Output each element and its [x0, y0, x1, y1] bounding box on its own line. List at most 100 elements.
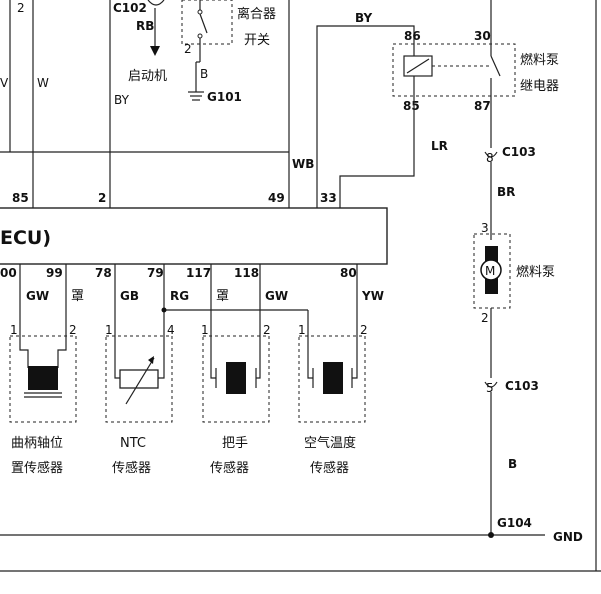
clutch-contact-bottom — [197, 33, 203, 39]
pin-top-left-2: 2 — [17, 1, 25, 15]
air-lead-1 — [307, 336, 313, 379]
fuel-pump-label: 燃料泵 — [516, 264, 555, 280]
pin-ecu-2: 2 — [98, 191, 106, 205]
connector-c103-top: C103 — [502, 145, 536, 159]
starter-arrow-icon — [150, 46, 160, 56]
pin-ecu-85: 85 — [12, 191, 29, 205]
fuel-pump-motor-icon — [480, 259, 502, 281]
pin-relay-87: 87 — [474, 99, 491, 113]
pin-relay-30: 30 — [474, 29, 491, 43]
relay-contact-blade — [490, 55, 501, 77]
clutch-switch-label-1: 离合器 — [237, 6, 276, 22]
air-lead-2 — [352, 336, 358, 379]
wire-label-gw-2: GW — [265, 289, 288, 303]
air-temp-sensor-label-2: 传感器 — [310, 460, 349, 476]
wire-label-shield-2: 罩 — [216, 289, 229, 304]
wire-label-b-bottom: B — [508, 457, 517, 471]
fuel-pump-box — [473, 233, 511, 309]
wire-label-w: W — [37, 76, 49, 90]
clutch-switch-box — [181, 0, 233, 45]
pin-air-1: 1 — [298, 323, 306, 337]
crank-sensor-element-icon — [28, 366, 58, 390]
ntc-sensor-label-2: 传感器 — [112, 460, 151, 476]
pin-c103-bottom-5: 5 — [486, 381, 494, 395]
ground-g101: G101 — [207, 90, 242, 104]
wire-label-b-starter: B — [200, 67, 208, 81]
relay-label-2: 继电器 — [520, 79, 559, 94]
relay-label-1: 燃料泵 — [520, 52, 559, 68]
handle-sensor-label-1: 把手 — [222, 436, 248, 451]
pin-handle-2: 2 — [263, 323, 271, 337]
air-temp-sensor-box — [298, 335, 366, 423]
air-temp-sensor-element-icon — [323, 362, 343, 394]
clutch-switch-blade — [199, 13, 208, 34]
starter-label: 启动机 — [128, 69, 167, 84]
wire-label-rg: RG — [170, 289, 189, 303]
pin-air-2: 2 — [360, 323, 368, 337]
junction-rg — [161, 307, 167, 313]
fuel-pump-relay-box — [392, 43, 516, 97]
wire-label-yw: YW — [361, 289, 384, 303]
ntc-arrow-head-icon — [148, 356, 154, 364]
pin-c103-top-8: 8 — [486, 151, 494, 165]
crank-sensor-box — [9, 335, 77, 423]
crank-lead-1 — [19, 336, 29, 368]
pin-ecu-117: 117 — [186, 266, 211, 280]
pin-ecu-33: 33 — [320, 191, 337, 205]
connector-c102: C102 — [113, 1, 147, 15]
ecu-box — [0, 207, 388, 265]
ntc-lead-1 — [114, 336, 120, 379]
clutch-contact-top — [197, 9, 203, 15]
handle-lead-2 — [256, 336, 261, 379]
wire-label-rb: RB — [136, 19, 154, 33]
ecu-label: ECU) — [0, 227, 51, 249]
crank-lead-2 — [57, 336, 67, 368]
wire-by-top — [316, 25, 415, 208]
pin-ecu-78: 78 — [95, 266, 112, 280]
wire-label-br: BR — [497, 185, 515, 199]
pin-relay-85: 85 — [403, 99, 420, 113]
ground-junction — [488, 532, 494, 538]
wire-label-by-top: BY — [355, 11, 372, 25]
pin-pump-2: 2 — [481, 311, 489, 325]
connector-g104: G104 — [497, 516, 532, 530]
pin-crank-1: 1 — [10, 323, 18, 337]
wire-label-by-left: BY — [114, 93, 130, 107]
ground-gnd: GND — [553, 530, 583, 544]
fuel-pump-motor-letter: M — [485, 264, 495, 278]
ntc-resistor-icon — [119, 369, 159, 389]
ntc-sensor-label-1: NTC — [120, 436, 146, 451]
handle-sensor-element-icon — [226, 362, 246, 394]
pin-handle-1: 1 — [201, 323, 209, 337]
pin-ecu-99: 99 — [46, 266, 63, 280]
connector-c103-top-symbol — [484, 151, 498, 158]
crank-sensor-label-2: 置传感器 — [11, 460, 63, 476]
handle-lead-1 — [210, 336, 216, 379]
clutch-switch-label-2: 开关 — [244, 33, 270, 48]
wire-label-lr: LR — [431, 139, 448, 153]
pin-crank-2: 2 — [69, 323, 77, 337]
pin-ecu-118: 118 — [234, 266, 259, 280]
ntc-sensor-box — [105, 335, 173, 423]
wire-label-wb: WB — [292, 157, 314, 171]
pin-ntc-1: 1 — [105, 323, 113, 337]
connector-c103-bottom-symbol — [484, 381, 498, 388]
relay-coil-diagonal — [406, 58, 430, 74]
wire-label-gw-1: GW — [26, 289, 49, 303]
ntc-lead-4 — [158, 336, 165, 379]
handle-sensor-label-2: 传感器 — [210, 460, 249, 476]
wire-lr — [339, 96, 415, 208]
wire-label-shield-1: 罩 — [71, 289, 84, 304]
wire-label-v: V — [0, 76, 9, 90]
pin-ecu-80: 80 — [340, 266, 357, 280]
connector-c102-symbol — [147, 0, 165, 6]
pin-ecu-49: 49 — [268, 191, 285, 205]
air-temp-sensor-label-1: 空气温度 — [304, 435, 356, 451]
pin-clutch-2: 2 — [184, 42, 192, 56]
handle-sensor-box — [202, 335, 270, 423]
pin-relay-86: 86 — [404, 29, 421, 43]
pin-ntc-4: 4 — [167, 323, 175, 337]
ntc-variable-arrow-line — [125, 357, 155, 405]
connector-c103-bottom: C103 — [505, 379, 539, 393]
